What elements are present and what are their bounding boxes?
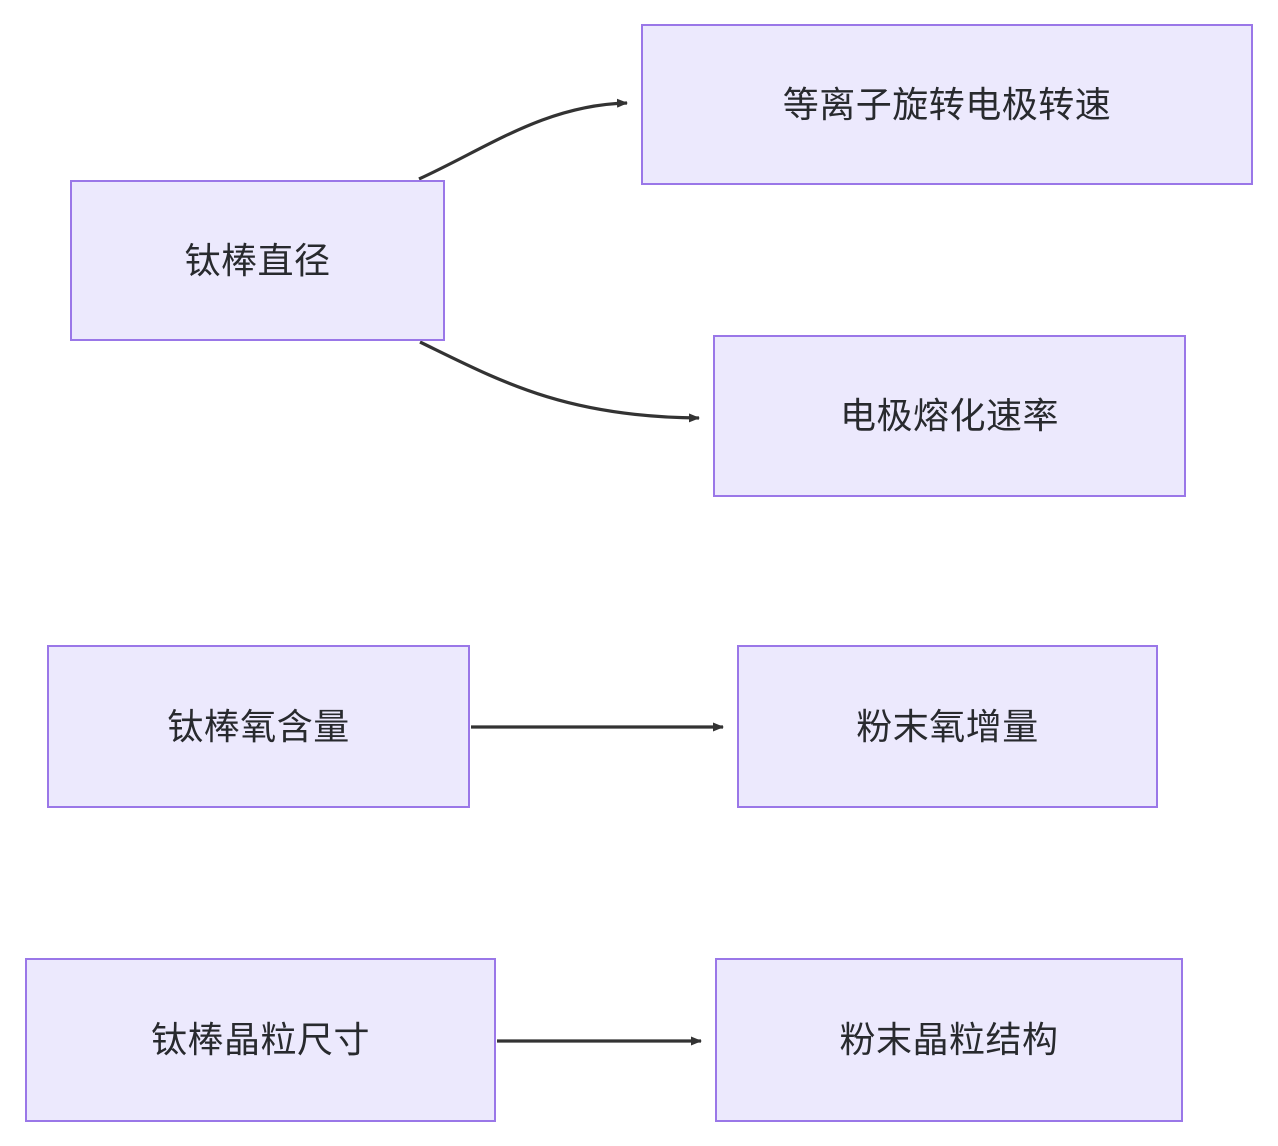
node-label: 粉末氧增量 [856,705,1039,747]
node-label: 钛棒氧含量 [167,705,350,747]
edge-diameter-to-melt-rate [419,340,700,423]
edge-diameter-to-rpm [418,98,628,181]
node-label: 电极熔化速率 [839,395,1059,437]
node-ti-rod-diameter[interactable]: 钛棒直径 [70,180,445,341]
node-plasma-electrode-rpm[interactable]: 等离子旋转电极转速 [641,24,1253,185]
node-label: 等离子旋转电极转速 [782,83,1112,125]
node-ti-rod-grain-size[interactable]: 钛棒晶粒尺寸 [25,958,496,1122]
node-powder-grain-struct[interactable]: 粉末晶粒结构 [715,958,1183,1122]
node-label: 钛棒晶粒尺寸 [150,1019,370,1061]
node-label: 钛棒直径 [184,239,331,281]
node-label: 粉末晶粒结构 [839,1019,1059,1061]
node-powder-oxygen-gain[interactable]: 粉末氧增量 [737,645,1158,808]
node-ti-rod-oxygen[interactable]: 钛棒氧含量 [47,645,470,808]
node-electrode-melt-rate[interactable]: 电极熔化速率 [713,335,1186,497]
